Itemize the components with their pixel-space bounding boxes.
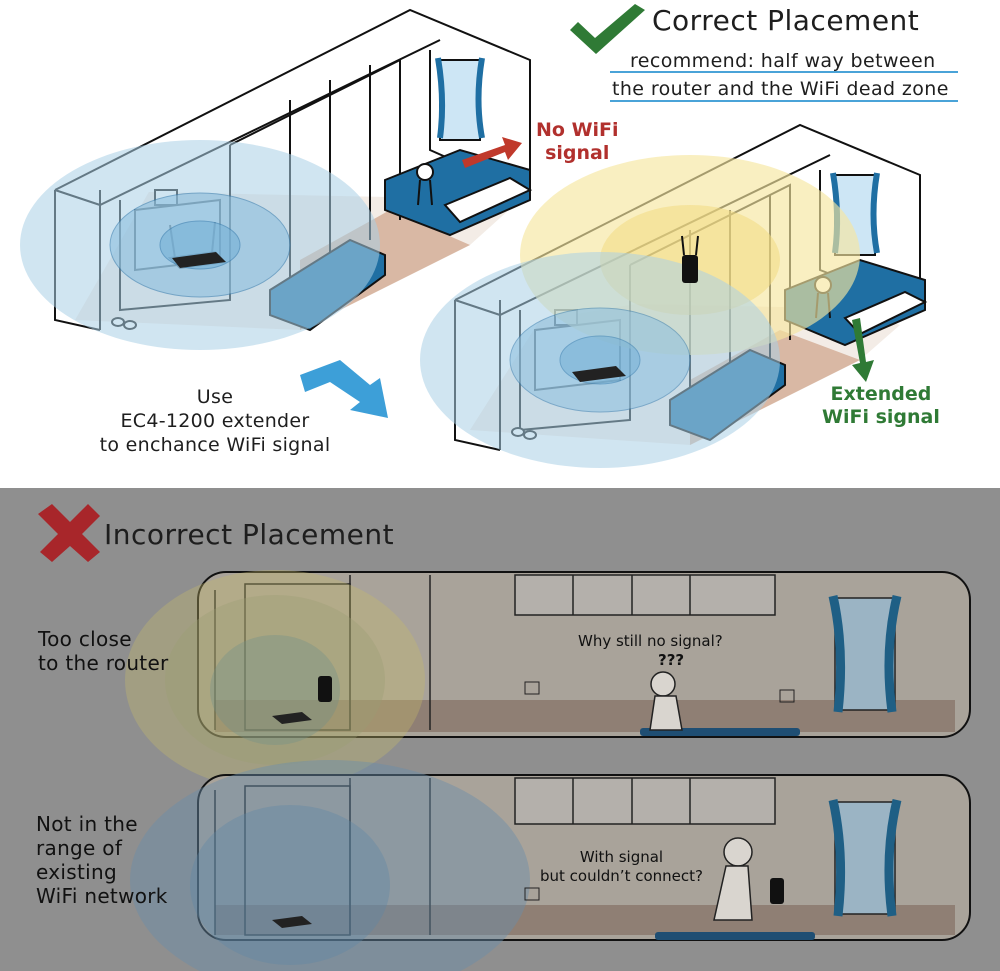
out-of-range-line-2: range of [36,836,123,860]
incorrect-placement-title: Incorrect Placement [104,518,395,551]
no-signal-arrow [462,137,522,168]
extended-signal-arrow [852,318,874,382]
too-close-line-1: Too close [38,627,132,651]
out-of-range-line-4: WiFi network [36,884,168,908]
couldnt-connect-line-1: With signal [579,848,664,866]
panel-too-close [125,570,971,790]
no-wifi-label: No WiFi signal [536,119,619,165]
question-marks: ??? [658,651,685,669]
why-no-signal-bubble: Why still no signal? ??? [578,632,723,670]
router-signal-after [420,252,780,468]
out-of-range-line-1: Not in the [36,812,138,836]
couldnt-connect-bubble: With signal but couldn’t connect? [540,848,703,886]
no-wifi-line-1: No WiFi [536,119,619,141]
transition-arrow [300,360,388,418]
no-wifi-line-2: signal [545,142,610,164]
couldnt-connect-line-2: but couldn’t connect? [540,867,703,885]
correct-placement-title: Correct Placement [652,4,920,37]
use-line-3: to enchance WiFi signal [99,434,331,456]
out-of-range-line-3: existing [36,860,117,884]
recommend-line-1: recommend: half way between [630,50,936,72]
use-line-2: EC4-1200 extender [120,410,310,432]
why-no-signal-text: Why still no signal? [578,632,723,650]
panel-out-of-range [130,760,971,971]
extended-line-2: WiFi signal [822,406,940,428]
extender-icon [681,235,699,283]
use-line-1: Use [196,386,234,408]
extended-wifi-label: Extended WiFi signal [822,383,940,429]
out-of-range-label: Not in the range of existing WiFi networ… [36,812,168,908]
cross-icon [38,504,100,562]
check-icon [570,4,645,54]
too-close-line-2: to the router [38,651,169,675]
use-extender-caption: Use EC4-1200 extender to enchance WiFi s… [80,385,350,457]
too-close-label: Too close to the router [38,627,169,675]
router-signal-before [20,140,380,350]
extended-line-1: Extended [830,383,932,405]
recommend-line-2: the router and the WiFi dead zone [612,78,949,100]
